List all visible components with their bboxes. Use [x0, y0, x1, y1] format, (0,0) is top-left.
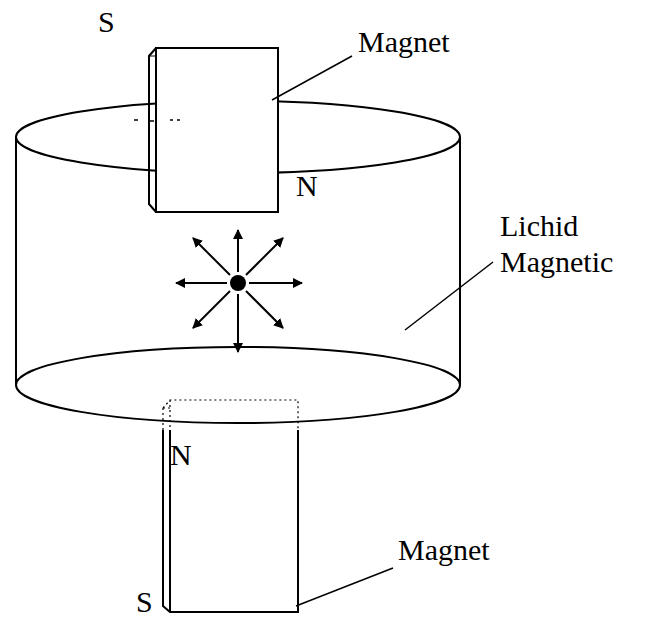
- leader-line: [296, 568, 393, 606]
- cylinder-side: [459, 137, 461, 385]
- top-magnet: [134, 48, 278, 212]
- part-name: Magnet: [398, 532, 490, 568]
- leader-line: [405, 262, 493, 330]
- part-name: Magnet: [358, 24, 450, 60]
- cylinder-side: [15, 137, 17, 385]
- pole-letter: N: [170, 437, 192, 473]
- pole-letter: N: [296, 168, 318, 204]
- pole-letter: S: [136, 584, 153, 620]
- leader-line: [272, 56, 352, 100]
- cylinder-bottom: [16, 347, 460, 423]
- source-dot: [230, 275, 246, 291]
- radial-arrows: [176, 230, 302, 352]
- bottom-magnet: [163, 400, 298, 612]
- pole-letter: S: [98, 4, 115, 40]
- material-name: Lichid Magnetic: [500, 208, 625, 280]
